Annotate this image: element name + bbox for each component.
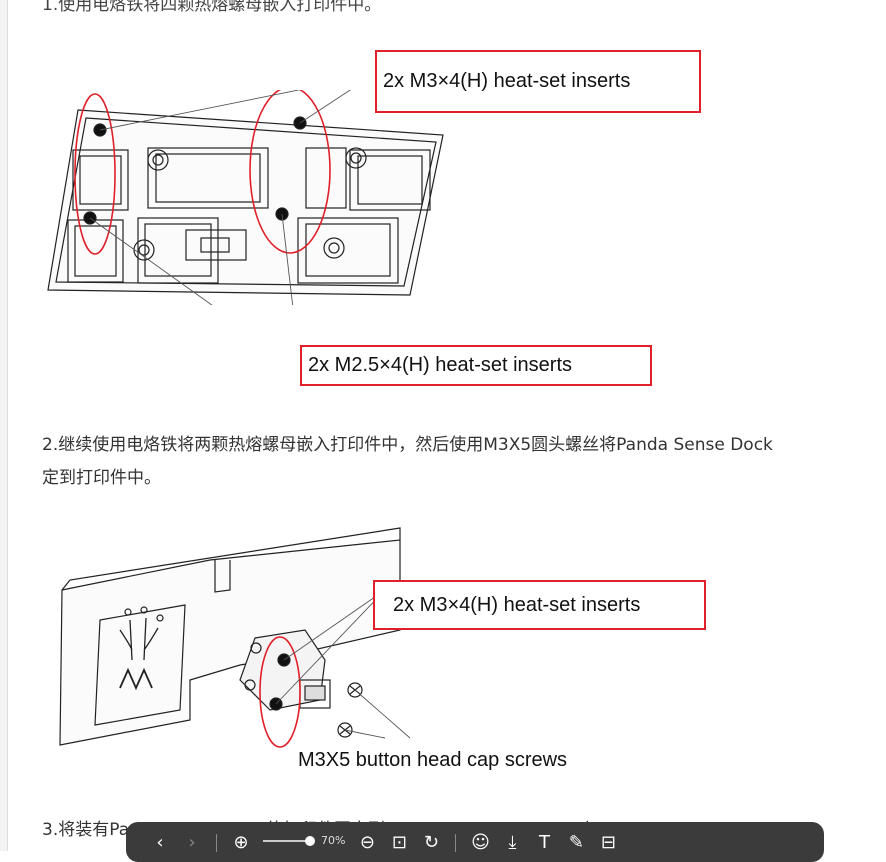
toolbar-divider [455, 834, 457, 852]
toolbar-divider [216, 834, 217, 852]
figure-2-diagram [59, 527, 411, 748]
paragraph-2-line-1: 2.继续使用电烙铁将两颗热熔螺母嵌入打印件中，然后使用M3X5圆头螺丝将Pand… [42, 435, 773, 455]
figure-1-callout-top: 2x M3×4(H) heat-set inserts [375, 50, 701, 113]
edit-icon[interactable]: ✎ [568, 832, 584, 853]
prev-icon[interactable]: ‹ [156, 832, 164, 853]
image-viewer-toolbar: ‹ › ⊕ 70% ⊖ ⊡ ↻ ☺ ⤓ T ✎ ⊟ [126, 822, 824, 862]
zoom-knob[interactable] [305, 835, 315, 846]
figure-2-callout-top: 2x M3×4(H) heat-set inserts [373, 580, 706, 630]
zoom-level: 70% [321, 834, 346, 847]
figure-1-diagram [47, 90, 444, 305]
figure-1-callout-bottom: 2x M2.5×4(H) heat-set inserts [300, 345, 652, 386]
partial-paragraph-1: 1.使用电烙铁将四颗热熔螺母嵌入打印件中。 [42, 0, 382, 15]
zoom-slider[interactable]: 70% [263, 834, 345, 847]
next-icon[interactable]: › [188, 832, 196, 853]
text-recognize-icon[interactable]: T [538, 832, 550, 853]
paragraph-2-line-2: 定到打印件中。 [42, 468, 161, 488]
zoom-track [263, 835, 315, 846]
left-sidebar-strip [0, 0, 8, 851]
fit-icon[interactable]: ⊡ [391, 832, 407, 853]
emoji-icon[interactable]: ☺ [471, 832, 490, 853]
more-icon[interactable]: ⊟ [600, 832, 616, 853]
rotate-icon[interactable]: ↻ [423, 832, 439, 853]
download-icon[interactable]: ⤓ [508, 832, 517, 853]
zoom-out-icon[interactable]: ⊖ [359, 832, 375, 853]
zoom-in-icon[interactable]: ⊕ [233, 832, 249, 853]
figure-2-label-bottom: M3X5 button head cap screws [298, 749, 568, 771]
